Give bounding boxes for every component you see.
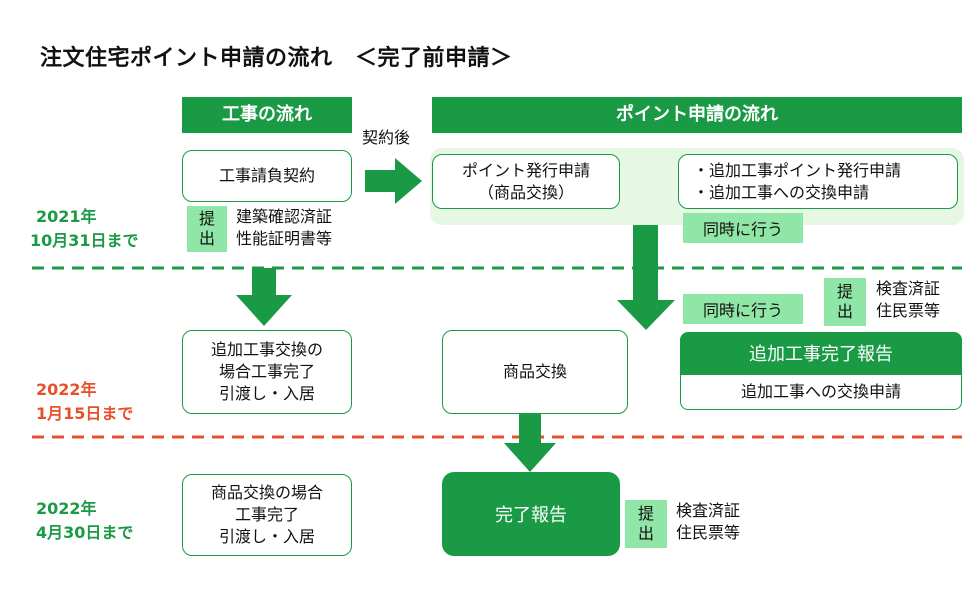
same-time-label-1: 同時に行う (683, 213, 803, 243)
deadline-2: 2022年 1月15日まで (30, 378, 160, 426)
construction-flow-header: 工事の流れ (182, 97, 352, 133)
submit-tag-3: 提 出 (625, 500, 667, 548)
submit-tag-2: 提 出 (824, 278, 866, 326)
deadline-3-year: 2022年 (36, 499, 97, 518)
submit-docs-3: 検査済証 住民票等 (676, 501, 741, 542)
down-arrow-left (236, 268, 292, 326)
page-title: 注文住宅ポイント申請の流れ ＜完了前申請＞ (40, 46, 513, 71)
deadline-2-date: 1月15日まで (36, 404, 134, 423)
contract-after-label: 契約後 (362, 128, 411, 147)
down-arrow-middle (617, 224, 675, 330)
deadline-1: 2021年 10月31日まで (30, 205, 160, 253)
same-time-label-2: 同時に行う (683, 294, 803, 324)
deadline-3-date: 4月30日まで (36, 523, 134, 542)
down-arrow-lower (504, 412, 556, 472)
completion-report-box: 完了報告 (442, 472, 620, 556)
deadline-1-year: 2021年 (36, 207, 97, 226)
deadline-3: 2022年 4月30日まで (30, 497, 160, 545)
right-arrow (365, 158, 422, 204)
submit-tag-1: 提 出 (187, 206, 227, 252)
additional-work-completion-box: 追加工事交換の 場合工事完了 引渡し・入居 (182, 330, 352, 414)
deadline-1-date: 10月31日まで (30, 231, 139, 250)
additional-exchange-box: 追加工事への交換申請 (680, 374, 962, 410)
submit-docs-1: 建築確認済証 性能証明書等 (236, 207, 333, 248)
point-flow-header: ポイント申請の流れ (432, 97, 962, 133)
product-exchange-box: 商品交換 (442, 330, 628, 414)
submit-docs-2: 検査済証 住民票等 (876, 279, 941, 320)
additional-report-box: 追加工事完了報告 (680, 332, 962, 374)
construction-contract-box: 工事請負契約 (182, 150, 352, 202)
point-issue-box: ポイント発行申請 （商品交換） (432, 154, 620, 209)
deadline-2-year: 2022年 (36, 380, 97, 399)
product-exchange-completion-box: 商品交換の場合 工事完了 引渡し・入居 (182, 474, 352, 556)
additional-issue-box: ・追加工事ポイント発行申請 ・追加工事への交換申請 (678, 154, 958, 209)
